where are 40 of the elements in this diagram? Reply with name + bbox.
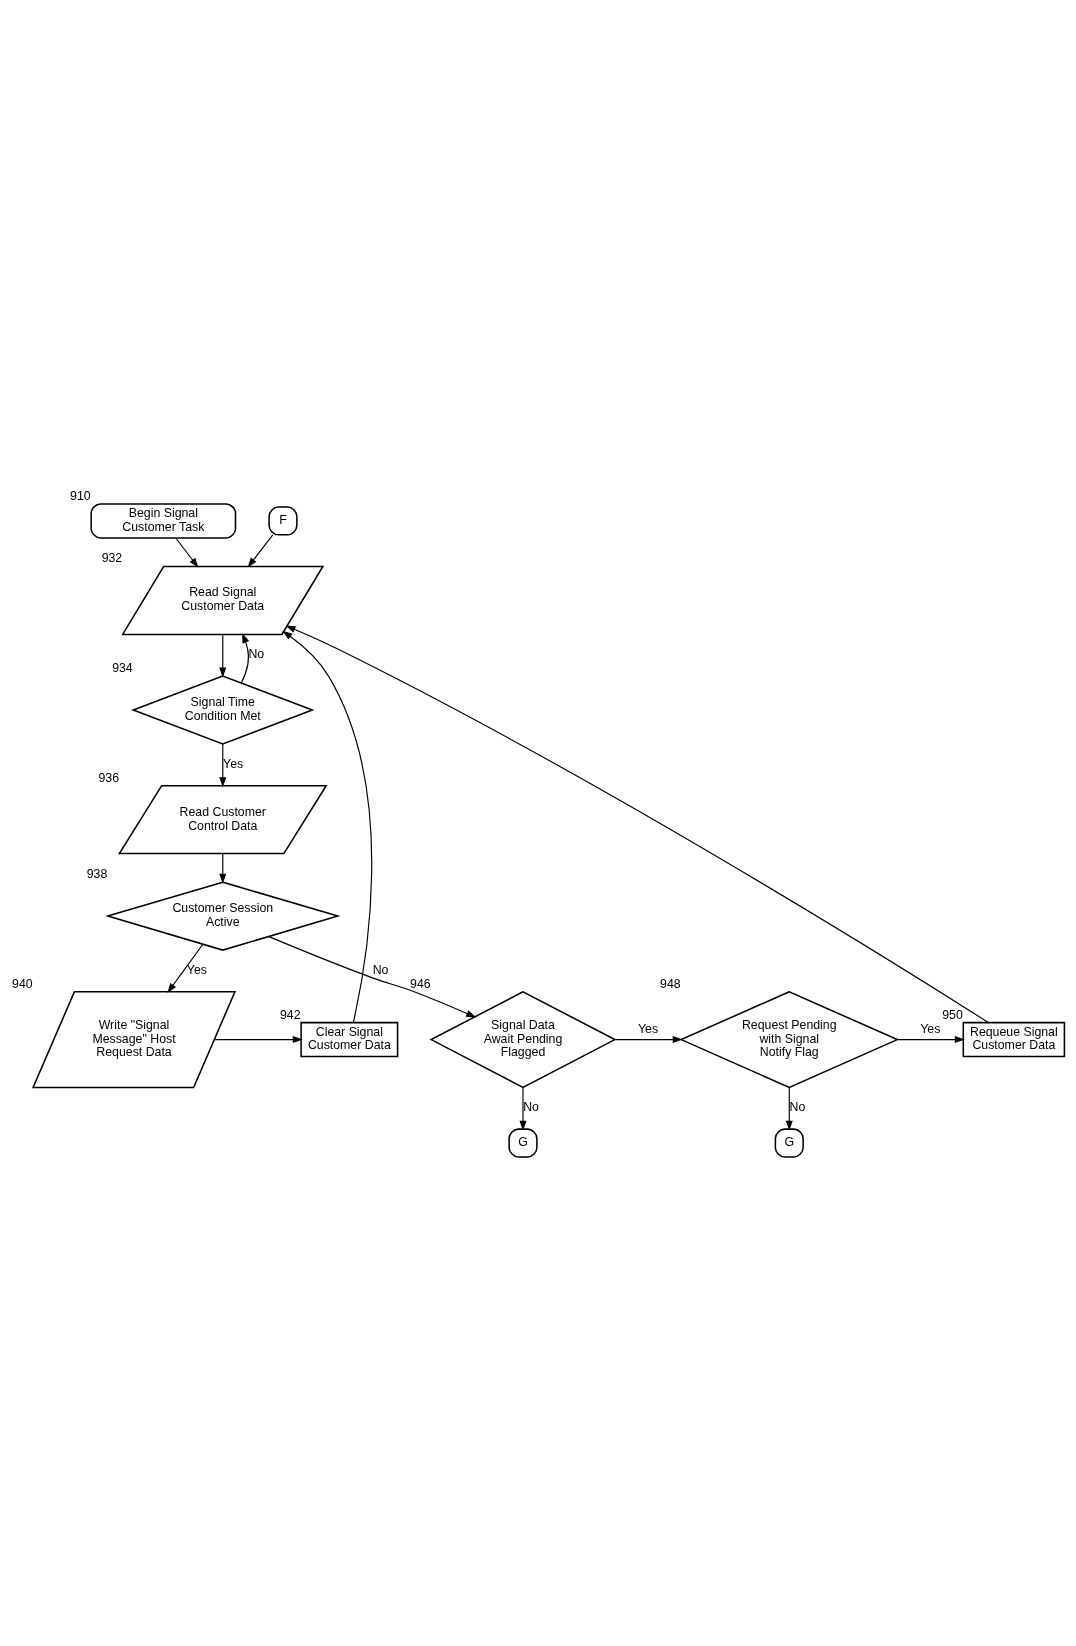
edge-label: No [523,1099,539,1114]
node-label: 940 [12,976,33,991]
node-label: 936 [98,770,120,785]
arrow [897,1035,965,1043]
arrow [614,1035,683,1043]
arrow [167,943,204,993]
arrow [268,935,477,1018]
arrow [519,1086,527,1131]
arrow [213,1035,303,1043]
node-label: 910 [70,488,91,503]
node-label: 950 [942,1007,963,1022]
arrow [282,630,373,1023]
node-box: Clear Signal Customer Data [300,1021,399,1057]
arrow [240,632,250,683]
node-diamond: Signal Data Await Pending Flagged [429,990,617,1088]
arrow [175,537,199,568]
node-label: 948 [660,976,681,991]
node-label: 942 [280,1007,301,1022]
arrow [785,1086,793,1131]
arrow [219,852,227,884]
edge-label: No [372,962,389,977]
node-label: 938 [86,866,108,881]
edge-label: No [248,646,265,661]
node-diamond: Request Pending with Signal Notify Flag [679,990,900,1088]
arrow [247,533,274,568]
edge-label: Yes [637,1021,659,1036]
node-diamond: Signal Time Condition Met [131,674,315,745]
node-box: Begin Signal Customer Task [90,502,237,539]
node-label: 934 [112,660,133,675]
edge-label: Yes [223,756,244,771]
node-label: 932 [101,550,123,565]
arrow [219,743,227,787]
node-box: Requeue Signal Customer Data [962,1021,1066,1057]
node-label: 946 [410,976,431,991]
node-diamond: Customer Session Active [105,880,341,951]
arrow [285,625,989,1023]
edge-label: Yes [920,1021,941,1036]
edge-label: Yes [186,962,207,977]
edge-label: No [789,1099,806,1114]
arrow [219,633,227,678]
